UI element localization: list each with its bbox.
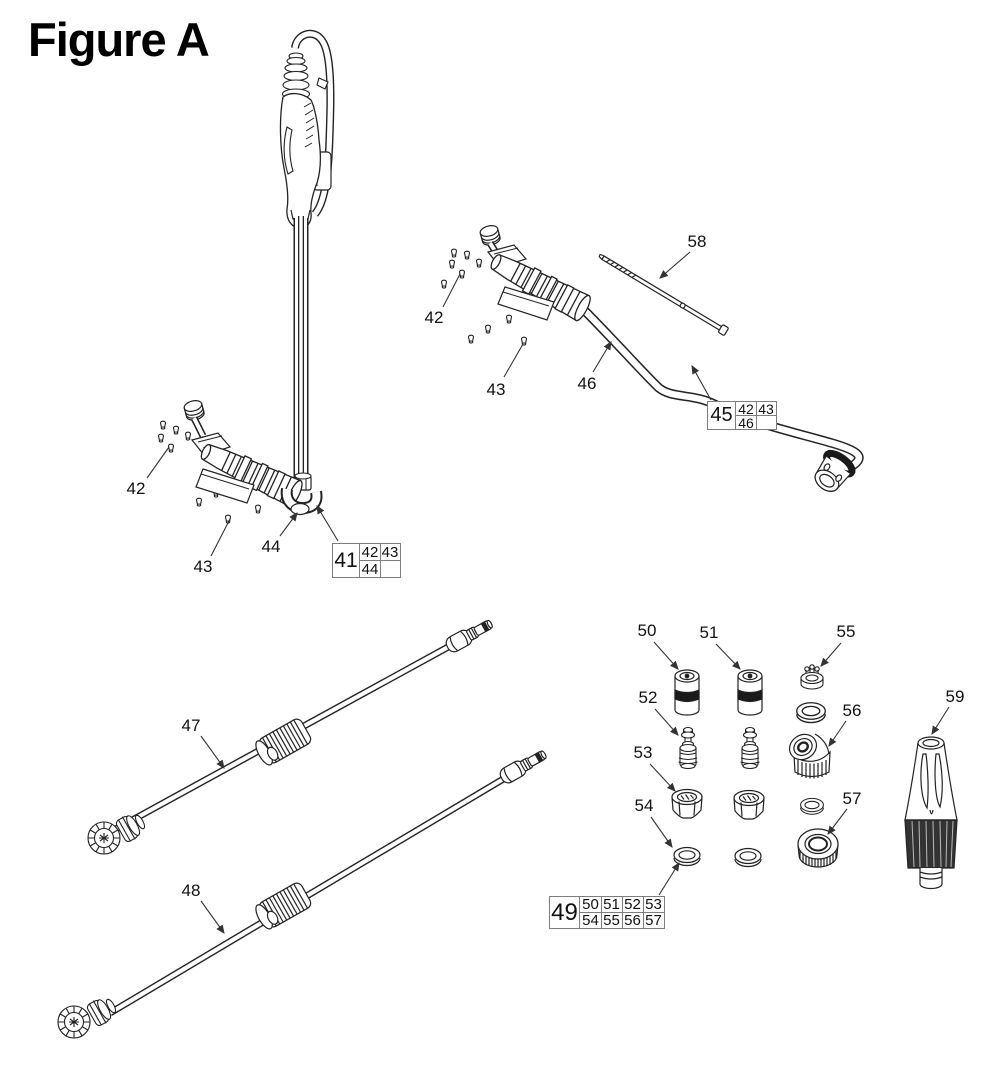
- ref-box-45-main: 45: [708, 402, 736, 429]
- callout-46: 46: [577, 374, 597, 393]
- nozzle-51-drawing: [737, 669, 763, 716]
- ref-box-49-cell: 51: [601, 896, 623, 913]
- ref-box-49-cell: 53: [643, 896, 664, 913]
- ref-box-45: 45 42 43 46: [707, 401, 777, 431]
- ref-box-41-cell: [380, 561, 400, 577]
- washer-54-drawing: [673, 846, 701, 867]
- ref-box-49-cell: 55: [601, 912, 623, 929]
- callout-43-right: 43: [486, 380, 506, 399]
- ref-box-45-cell: 46: [736, 415, 757, 431]
- callout-57: 57: [842, 789, 862, 808]
- leader-lines: [146, 251, 950, 934]
- ref-box-49-cell: 57: [645, 912, 662, 929]
- ref-box-49-grid: 50 51 52 53 54 55 56 57: [580, 896, 664, 929]
- ref-box-49-main: 49: [550, 897, 580, 928]
- nut-53b-drawing: [733, 789, 765, 820]
- ref-box-45-grid: 42 43 46: [736, 401, 776, 431]
- ref-box-49-cell: 54: [580, 912, 602, 929]
- callout-51: 51: [699, 623, 719, 642]
- callout-47: 47: [181, 716, 201, 735]
- callout-53: 53: [633, 743, 653, 762]
- callout-50: 50: [637, 621, 657, 640]
- callout-56: 56: [842, 701, 862, 720]
- washer-54b-drawing: [734, 847, 762, 868]
- cleaning-tool-58-drawing: [598, 253, 729, 336]
- spinner-55-drawing: [800, 664, 824, 690]
- callout-54: 54: [634, 796, 654, 815]
- ref-box-45-cell: [756, 416, 776, 429]
- valve-52b-drawing: [739, 726, 761, 770]
- callout-48: 48: [181, 881, 201, 900]
- lance-47-drawing: [87, 615, 496, 855]
- ref-box-49: 49 50 51 52 53 54 55 56 57: [549, 896, 665, 929]
- ref-box-45-cell: 43: [756, 401, 776, 417]
- ref-box-41-main: 41: [333, 544, 360, 577]
- hose-46-drawing: [580, 306, 864, 492]
- ref-box-41: 41 42 43 44: [332, 543, 401, 578]
- right-valve-assembly-drawing: [440, 223, 594, 346]
- lance-48-drawing: [57, 746, 550, 1039]
- callout-59: 59: [945, 687, 965, 706]
- callout-43-left: 43: [193, 557, 213, 576]
- o-ring-lower-drawing: [800, 797, 824, 815]
- ref-box-41-cell: 44: [360, 561, 381, 578]
- nut-57-drawing: [797, 828, 839, 868]
- ref-box-45-cell: 42: [736, 401, 757, 417]
- valve-52-drawing: [677, 726, 699, 770]
- ref-box-49-cell: 56: [622, 912, 644, 929]
- figure-title: Figure A: [28, 13, 210, 66]
- callout-55: 55: [836, 622, 856, 641]
- left-valve-assembly-drawing: [157, 398, 323, 524]
- ref-box-49-cell: 50: [580, 896, 602, 913]
- callout-42-left: 42: [126, 479, 146, 498]
- callout-42-right: 42: [424, 308, 444, 327]
- nozzle-50-drawing: [674, 669, 700, 716]
- callout-44: 44: [261, 537, 281, 556]
- elbow-56-drawing: [788, 733, 831, 779]
- spray-gun-drawing: [279, 29, 335, 491]
- o-ring-upper-drawing: [796, 702, 826, 724]
- callout-58: 58: [687, 232, 707, 251]
- ref-box-41-cell: 42: [360, 544, 381, 561]
- callout-52: 52: [638, 688, 658, 707]
- nut-53-drawing: [671, 788, 703, 819]
- ref-box-41-grid: 42 43 44: [360, 543, 400, 578]
- ref-box-49-cell: 52: [622, 896, 644, 913]
- ref-box-41-cell: 43: [380, 543, 400, 561]
- turbo-nozzle-59-drawing: [904, 736, 958, 890]
